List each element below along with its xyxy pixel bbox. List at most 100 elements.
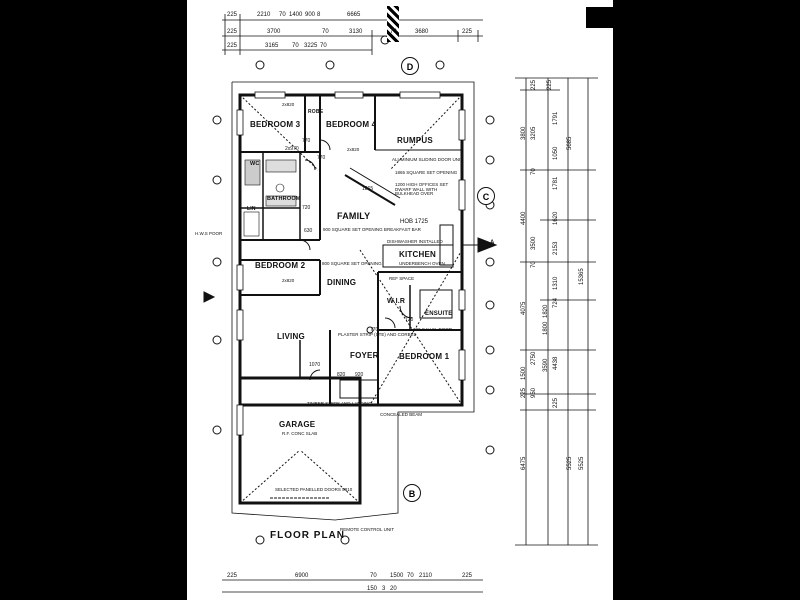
right-dim: 225 bbox=[531, 79, 537, 90]
plan-note: UNDERBENCH OVEN bbox=[399, 261, 445, 266]
plan-note: 2x970 bbox=[285, 146, 299, 152]
right-dim: 1800 bbox=[543, 321, 549, 335]
right-dim: 1500 bbox=[521, 366, 527, 380]
plan-note: 2x820 bbox=[282, 278, 295, 283]
room-label: DINING bbox=[327, 278, 357, 287]
top-dim: 3680 bbox=[415, 29, 429, 35]
plan-note: 1865 SQUARE SET OPENING bbox=[395, 170, 458, 175]
grid-ref-d: D bbox=[401, 57, 419, 75]
top-dim: 225 bbox=[462, 29, 473, 35]
right-dim: 1050 bbox=[553, 146, 559, 160]
right-dim: 70 bbox=[531, 168, 537, 175]
room-label: LIVING bbox=[277, 332, 305, 341]
top-dim: 3165 bbox=[265, 43, 279, 49]
grid-ref-b: B bbox=[403, 484, 421, 502]
redaction-block bbox=[586, 7, 613, 28]
bottom-dim: 70 bbox=[370, 573, 377, 579]
top-dim: 70 bbox=[320, 43, 327, 49]
plan-note: 2x820 bbox=[347, 147, 360, 152]
room-label: ROBE bbox=[308, 109, 324, 115]
top-dim: 70 bbox=[390, 29, 397, 35]
plan-note: 1070 bbox=[309, 362, 321, 368]
top-dim: 70 bbox=[279, 12, 286, 18]
right-dim: 6475 bbox=[521, 456, 527, 470]
right-dim: 70 bbox=[531, 261, 537, 268]
plan-note: 920 bbox=[355, 372, 364, 378]
right-dim: 1620 bbox=[553, 211, 559, 225]
right-dim: 724 bbox=[553, 297, 559, 308]
plan-note: HOB 1725 bbox=[400, 219, 429, 225]
plan-note: PLASTER STRIP (STE) AND CORBEL bbox=[338, 332, 417, 337]
right-dim: 3590 bbox=[543, 358, 549, 372]
bottom-dim: 20 bbox=[390, 586, 397, 592]
top-dim: 1400 bbox=[289, 12, 303, 18]
room-label: KITCHEN bbox=[399, 250, 436, 259]
top-dim: 225 bbox=[227, 43, 238, 49]
room-label: BEDROOM 4 bbox=[326, 120, 377, 129]
right-dim: 3205 bbox=[531, 126, 537, 140]
plan-note: R.F. CONC SLAB bbox=[282, 431, 318, 436]
plan-note: 820 bbox=[337, 372, 346, 378]
room-label: GARAGE bbox=[279, 420, 316, 429]
top-dim: 900 bbox=[305, 12, 316, 18]
grid-ref-c: C bbox=[477, 187, 495, 205]
room-label: FAMILY bbox=[337, 211, 371, 221]
bottom-dim: 2110 bbox=[419, 573, 432, 579]
top-dim: 2210 bbox=[257, 12, 271, 18]
top-dim: 3130 bbox=[349, 29, 363, 35]
room-label: BATHROOM bbox=[267, 196, 301, 202]
plan-note: 770 bbox=[370, 327, 379, 333]
room-label: WC bbox=[250, 161, 260, 167]
top-dim: 3700 bbox=[267, 29, 281, 35]
right-dim: 4400 bbox=[521, 211, 527, 225]
plan-note: 2x820 bbox=[282, 102, 295, 107]
plan-note: H.W.S POOR bbox=[195, 231, 223, 236]
room-label: FOYER bbox=[350, 351, 379, 360]
room-label: W.I.R bbox=[387, 298, 406, 305]
top-dim: 3225 bbox=[304, 43, 318, 49]
plan-note: 770 bbox=[317, 155, 326, 161]
plan-note: DISHWASHER INSTALLED bbox=[387, 239, 443, 244]
right-dim: 4075 bbox=[521, 301, 527, 315]
right-dim: 5525 bbox=[567, 456, 573, 470]
right-dim: 225 bbox=[521, 387, 527, 398]
top-dim: 70 bbox=[322, 29, 329, 35]
plan-note: 630 bbox=[304, 228, 313, 234]
right-dim: 2153 bbox=[553, 241, 559, 255]
plan-note: SELECTED PANELLED DOORS 5810 bbox=[275, 487, 353, 492]
plan-note: TIMBER STEPS AND LANDING bbox=[307, 401, 372, 406]
top-dim: 225 bbox=[227, 12, 238, 18]
right-dim: 5685 bbox=[567, 136, 573, 150]
plan-note: 770 bbox=[302, 138, 311, 144]
top-dim: 6665 bbox=[347, 12, 361, 18]
section-a-label: A bbox=[490, 240, 495, 246]
room-label: BEDROOM 2 bbox=[255, 261, 306, 270]
right-dim: 4438 bbox=[553, 356, 559, 370]
plan-note: REF SPACE bbox=[389, 276, 415, 281]
right-dim: 1820 bbox=[543, 304, 549, 318]
floor-plan-drawing bbox=[203, 14, 598, 593]
plan-note: 720 CAV SL DOOR bbox=[413, 327, 453, 332]
right-dim: 3800 bbox=[521, 126, 527, 140]
top-dim: 70 bbox=[292, 43, 299, 49]
plan-note: 1200 HIGH OFFICES SET DWARF WALL WITH BU… bbox=[395, 182, 449, 196]
right-dim: 950 bbox=[531, 387, 537, 398]
plan-note: 720 bbox=[405, 317, 414, 323]
plan-note: 1865 bbox=[362, 186, 374, 192]
right-dim: 225 bbox=[547, 79, 553, 90]
drawing-sheet: 225 2210 70 1400 900 8 6665 225 3700 70 … bbox=[187, 0, 613, 600]
room-label: LIN bbox=[247, 206, 256, 212]
plan-note: 900 SQUARE SET OPENING BREAKFAST BAR bbox=[323, 227, 421, 232]
room-label: ENSUITE bbox=[425, 311, 453, 317]
right-dim: 1310 bbox=[553, 276, 559, 290]
right-dim: 1781 bbox=[553, 176, 559, 190]
bottom-dim: 6900 bbox=[295, 573, 309, 579]
room-label: BEDROOM 3 bbox=[250, 120, 301, 129]
plan-note: ALUMINIUM SLIDING DOOR UNIT bbox=[392, 157, 464, 162]
right-dim: 15365 bbox=[579, 268, 585, 285]
bottom-dim: 1500 bbox=[390, 573, 404, 579]
right-dim: 5525 bbox=[579, 456, 585, 470]
plan-note: 720 bbox=[302, 205, 311, 211]
right-dim: 1791 bbox=[553, 111, 559, 125]
bottom-dim: 225 bbox=[462, 573, 473, 579]
